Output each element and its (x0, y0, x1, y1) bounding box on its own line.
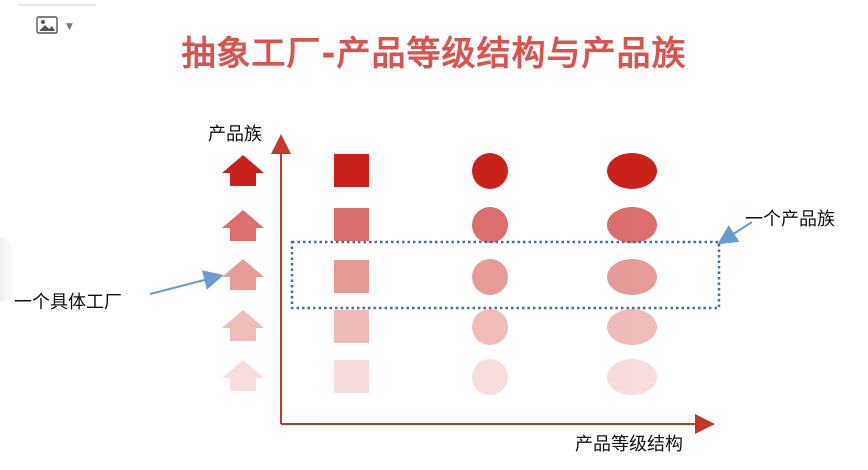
factory-house-1 (222, 155, 264, 186)
chevron-down-icon[interactable]: ▼ (66, 22, 73, 32)
circle-product-1 (472, 153, 508, 189)
grid-row-3 (222, 259, 657, 295)
circle-product-2 (472, 207, 508, 243)
grid-row-2 (222, 207, 657, 243)
x-axis-label: 产品等级结构 (575, 434, 683, 455)
ellipse-product-3 (607, 259, 657, 295)
product-family-pointer-arrow (717, 221, 753, 245)
square-product-4 (334, 310, 369, 343)
factory-house-5 (222, 360, 264, 391)
product-family-dotted-box (290, 240, 721, 310)
square-product-5 (334, 360, 369, 393)
image-icon (36, 16, 58, 38)
product-family-label: 一个产品族 (745, 209, 835, 230)
slide-title: 抽象工厂-产品等级结构与产品族 (181, 34, 687, 74)
factory-house-3 (222, 259, 264, 290)
concrete-factory-label: 一个具体工厂 (14, 292, 122, 313)
square-product-2 (334, 208, 369, 241)
circle-product-3 (472, 259, 508, 295)
factory-pointer-arrow (149, 270, 224, 295)
y-axis-label: 产品族 (208, 124, 262, 145)
square-product-3 (334, 260, 369, 293)
grid-row-4 (222, 309, 657, 345)
circle-product-5 (472, 359, 508, 395)
grid-row-1 (222, 153, 657, 189)
image-toolbar-button[interactable]: ▼ (36, 14, 86, 40)
grid-row-5 (222, 359, 657, 395)
factory-house-4 (222, 310, 264, 341)
edge-decoration (0, 238, 14, 302)
square-product-1 (334, 154, 369, 187)
ellipse-product-4 (607, 309, 657, 345)
ellipse-product-2 (607, 207, 657, 243)
circle-product-4 (472, 309, 508, 345)
factory-house-2 (222, 210, 264, 241)
ellipse-product-5 (607, 359, 657, 395)
window-top-edge (18, 4, 96, 6)
ellipse-product-1 (607, 153, 657, 189)
